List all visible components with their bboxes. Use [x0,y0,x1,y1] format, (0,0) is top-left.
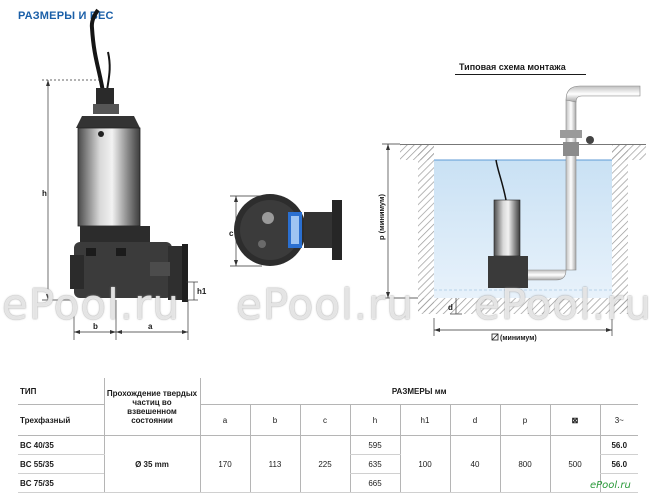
col-box-icon: ⊠ [549,404,600,436]
installation-scheme: p (минимум) d (минимум) [377,85,646,342]
watermark-left: ePool.ru [2,280,180,329]
value-p: 800 [499,435,550,493]
pump-side-view: h h1 b a [42,8,207,340]
value-h: 665 [349,473,400,493]
value-c: 225 [299,435,350,493]
col-c: c [299,404,350,436]
value-weight: 56.0 [599,454,638,474]
phase-label: Трехфазный [18,404,104,436]
passage-value: Ø 35 mm [103,435,200,493]
page-title: РАЗМЕРЫ И ВЕС [18,10,114,22]
scheme-underline [455,74,586,75]
value-b: 113 [249,435,300,493]
dimensions-table: ТИП Прохождение твердых частиц во взвеше… [18,378,638,493]
value-d: 40 [449,435,500,493]
label-h1: h1 [197,287,207,296]
table-row-model: BC 40/35 [18,435,104,455]
watermark-mid: ePool.ru [236,280,414,329]
square-icon [491,333,499,341]
table-row-model: BC 55/35 [18,454,104,474]
passage-header: Прохождение твердых частиц во взвешенном… [103,378,200,436]
value-a: 170 [199,435,250,493]
scheme-title: Типовая схема монтажа [459,62,566,72]
value-h: 635 [349,454,400,474]
corner-watermark: ePool.ru [590,480,631,491]
label-a: a [148,322,153,331]
col-b: b [249,404,300,436]
col-phase: 3~ [599,404,638,436]
label-b: b [93,322,98,331]
label-d: d [448,303,453,312]
col-p: p [499,404,550,436]
watermark-right: ePool.ru [474,280,652,329]
label-c: c [229,229,234,238]
label-width-min: (минимум) [500,335,537,342]
label-p-min: p (минимум) [377,193,386,240]
pump-top-view: c [229,194,342,267]
type-header: ТИП [18,378,104,405]
col-a: a [199,404,250,436]
dims-header: РАЗМЕРЫ мм [199,378,638,405]
value-h: 595 [349,435,400,455]
value-weight: 56.0 [599,435,638,455]
col-h1: h1 [399,404,450,436]
label-h: h [42,189,47,198]
table-row-model: BC 75/35 [18,473,104,493]
value-weight [599,473,638,493]
value-h1: 100 [399,435,450,493]
col-d: d [449,404,500,436]
value-box: 500 [549,435,600,493]
col-h: h [349,404,400,436]
technical-drawing: h h1 b a c [42,8,646,342]
